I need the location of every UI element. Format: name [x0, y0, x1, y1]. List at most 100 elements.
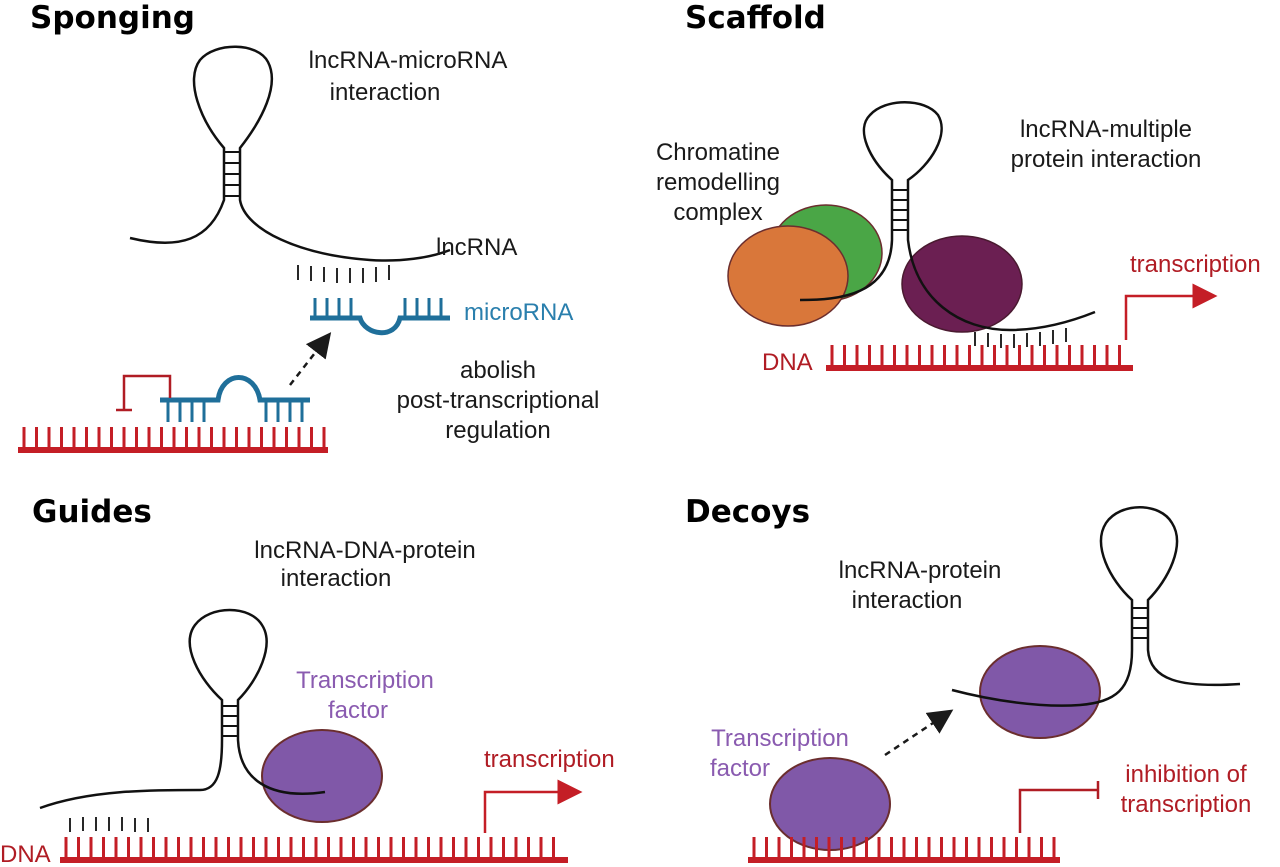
dna-base-pair — [414, 837, 418, 857]
dna-sponging — [18, 427, 328, 453]
dna-base-pair — [852, 837, 856, 857]
lncrna-label: lncRNA — [436, 234, 517, 261]
guides-tf-line2: factor — [328, 697, 388, 724]
dna-base-pair — [139, 837, 143, 857]
guides-title: Guides — [32, 494, 152, 530]
dna-base-pair — [272, 427, 276, 447]
dna-base-pair — [927, 837, 931, 857]
dna-base-pair — [1055, 345, 1059, 365]
dna-base-pair — [952, 837, 956, 857]
dna-base-pair — [993, 345, 996, 365]
dna-base-pair — [364, 837, 368, 857]
dna-base-pair — [893, 345, 896, 365]
scaffold-complex-line1: Chromatine — [656, 139, 780, 166]
dna-base-pair — [310, 427, 313, 447]
dna-base-pair — [227, 837, 230, 857]
dna-base-pair — [339, 837, 343, 857]
maroon-protein — [901, 235, 1023, 333]
dna-base-pair — [427, 837, 430, 857]
dna-base-pair — [777, 837, 781, 857]
sponging-interaction-line1: lncRNA-microRNA — [309, 47, 508, 74]
dna-base-pair — [865, 837, 868, 857]
dna-base-pair — [247, 427, 251, 447]
dna-base-pair — [122, 427, 126, 447]
dna-base-pair — [830, 345, 834, 365]
dna-base-pair — [277, 837, 280, 857]
dna-base-pair — [64, 837, 68, 857]
dna-base-pair — [289, 837, 293, 857]
dna-base-pair — [930, 345, 934, 365]
dna-base-pair — [977, 837, 981, 857]
scaffold-title: Scaffold — [685, 0, 826, 36]
decoys-inhibition-symbol — [1018, 781, 1100, 833]
sponging-repression-symbol — [116, 374, 172, 412]
scaffold-complex-line2: remodelling — [656, 169, 780, 196]
decoys-free-transcription-factor — [769, 757, 891, 851]
dna-base-pair — [855, 345, 859, 365]
dna-base-pair — [1018, 345, 1021, 365]
scaffold-binding-ticks — [974, 328, 1067, 348]
sponging-interaction-line2: interaction — [330, 79, 441, 106]
dna-base-pair — [235, 427, 238, 447]
dna-base-pair — [402, 837, 405, 857]
dna-base-pair — [1005, 345, 1009, 365]
scaffold-transcription-arrow — [1124, 283, 1218, 340]
dna-base-pair — [905, 345, 909, 365]
scaffold-lncrna — [799, 101, 1096, 332]
dna-base-pair — [252, 837, 255, 857]
dna-base-pair — [1118, 345, 1121, 365]
dna-base-pair — [177, 837, 180, 857]
dna-base-pair — [790, 837, 793, 857]
panel-decoys: Decoys lncRNA-protein interaction Transc… — [685, 494, 1251, 863]
dna-base-pair — [1052, 837, 1056, 857]
dna-guides — [60, 837, 568, 863]
decoys-dashed-arrow — [884, 709, 954, 757]
decoys-inhibition-line2: transcription — [1121, 791, 1252, 818]
dna-base-pair — [877, 837, 881, 857]
dna-base-pair — [202, 837, 205, 857]
decoys-tf-line2: factor — [710, 755, 770, 782]
dna-scaffold — [826, 345, 1133, 371]
lncrna-binding-ticks — [297, 265, 390, 283]
dna-base-pair — [110, 427, 113, 447]
dna-base-pair — [239, 837, 243, 857]
sponging-effect-line1: abolish — [460, 357, 536, 384]
dna-base-pair — [940, 837, 943, 857]
dna-base-pair — [1027, 837, 1031, 857]
sponging-title: Sponging — [30, 0, 195, 36]
guides-transcription-arrow — [483, 779, 583, 833]
dna-base-pair — [72, 427, 76, 447]
panel-sponging: Sponging lncRNA-microRNA interaction lnc… — [18, 0, 599, 453]
dna-base-pair — [164, 837, 168, 857]
dna-base-pair — [552, 837, 555, 857]
dna-backbone — [826, 365, 1133, 371]
decoys-interaction-line1: lncRNA-protein — [839, 557, 1002, 584]
lncrna-hairpin — [129, 45, 451, 262]
dna-base-pair — [135, 427, 138, 447]
sponging-effect-line3: regulation — [445, 417, 550, 444]
dna-base-pair — [297, 427, 301, 447]
dna-base-pair — [260, 427, 263, 447]
dna-base-pair — [97, 427, 101, 447]
dna-base-pair — [840, 837, 843, 857]
dna-base-pair — [35, 427, 38, 447]
microrna-free — [310, 298, 450, 336]
dna-base-pair — [197, 427, 201, 447]
sponging-dashed-arrow — [289, 332, 332, 386]
dna-base-pair — [1080, 345, 1084, 365]
guides-interaction-line2: interaction — [281, 565, 392, 592]
dna-base-pair — [1105, 345, 1109, 365]
dna-base-pair — [990, 837, 993, 857]
dna-base-pair — [843, 345, 846, 365]
dna-base-pair — [464, 837, 468, 857]
dna-base-pair — [965, 837, 968, 857]
dna-base-pair — [22, 427, 26, 447]
guides-binding-ticks — [69, 817, 149, 832]
dna-base-pair — [439, 837, 443, 857]
dna-base-pair — [1093, 345, 1096, 365]
guides-transcription-label: transcription — [484, 746, 615, 773]
sponging-effect-line2: post-transcriptional — [397, 387, 600, 414]
dna-base-pair — [902, 837, 906, 857]
dna-base-pair — [210, 427, 213, 447]
dna-base-pair — [322, 427, 326, 447]
